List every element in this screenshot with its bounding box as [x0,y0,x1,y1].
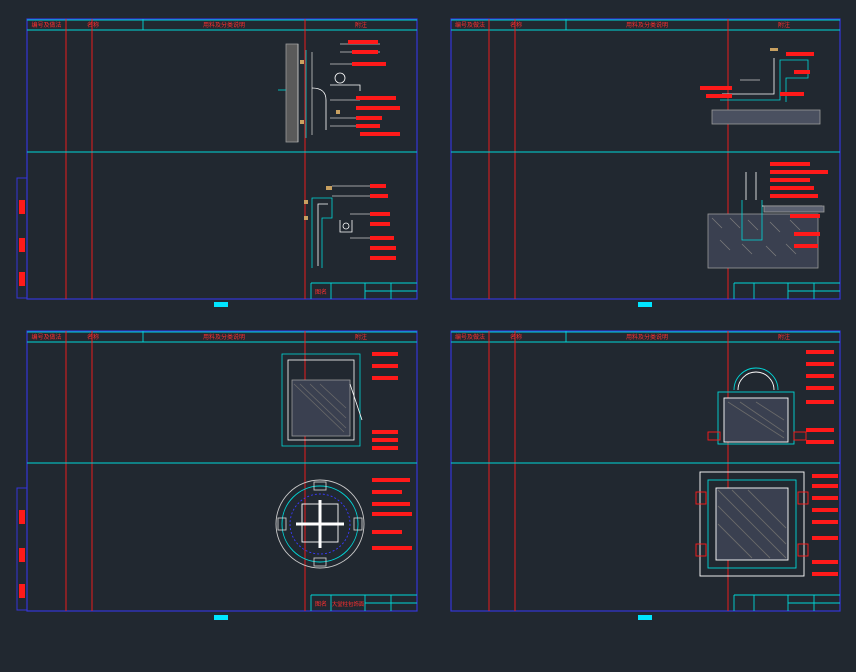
page-marker-bottom-left [214,615,228,620]
header-name: 名称 [510,333,522,341]
detail-octagonal-column [695,471,809,577]
detail-floor-step [711,48,821,125]
titleblock-title: 大堂柱包饰面 [332,600,365,608]
detail-round-column-labels [372,478,412,550]
header-remarks: 附注 [778,333,790,341]
header-spec: 用料及分类说明 [626,333,668,341]
sheet-bottom-left: 编号及做法 名称 用料及分类说明 附注图名大堂柱包饰面 [26,330,418,612]
detail-square-column [281,353,363,447]
sheet-frame [26,18,418,300]
titleblock-label: 图名 [315,600,327,608]
header-code: 编号及做法 [31,333,61,341]
detail-floor-drain [707,172,825,269]
header-remarks: 附注 [355,333,367,341]
detail-wall-labels [348,40,400,136]
page-marker-top-left [214,302,228,307]
side-tab-strip-bottom [16,487,28,611]
page-marker-top-right [638,302,652,307]
detail-round-column [275,479,365,569]
sheet-frame [450,18,841,300]
side-tab-strip-top [16,177,28,299]
detail-arched-column-labels [806,350,834,444]
detail-floor-step-labels [700,52,814,98]
detail-octagonal-column-labels [812,474,838,576]
page-marker-bottom-right [638,615,652,620]
detail-panel-joint [304,185,370,268]
sheet-bottom-right: 编号及做法 名称 用料及分类说明 附注 [450,330,841,612]
header-code: 编号及做法 [31,21,61,29]
header-spec: 用料及分类说明 [626,21,668,29]
detail-arched-column [707,367,807,445]
header-spec: 用料及分类说明 [203,333,245,341]
titleblock-label: 图名 [315,288,327,296]
header-spec: 用料及分类说明 [203,21,245,29]
header-code: 编号及做法 [455,333,485,341]
detail-panel-labels [370,184,396,260]
header-name: 名称 [510,21,522,29]
header-remarks: 附注 [355,21,367,29]
header-code: 编号及做法 [455,21,485,29]
detail-floor-drain-labels [770,162,828,248]
header-remarks: 附注 [778,21,790,29]
header-name: 名称 [87,21,99,29]
header-name: 名称 [87,333,99,341]
sheet-frame [450,330,841,612]
sheet-frame [26,330,418,612]
detail-square-column-labels [372,352,398,450]
